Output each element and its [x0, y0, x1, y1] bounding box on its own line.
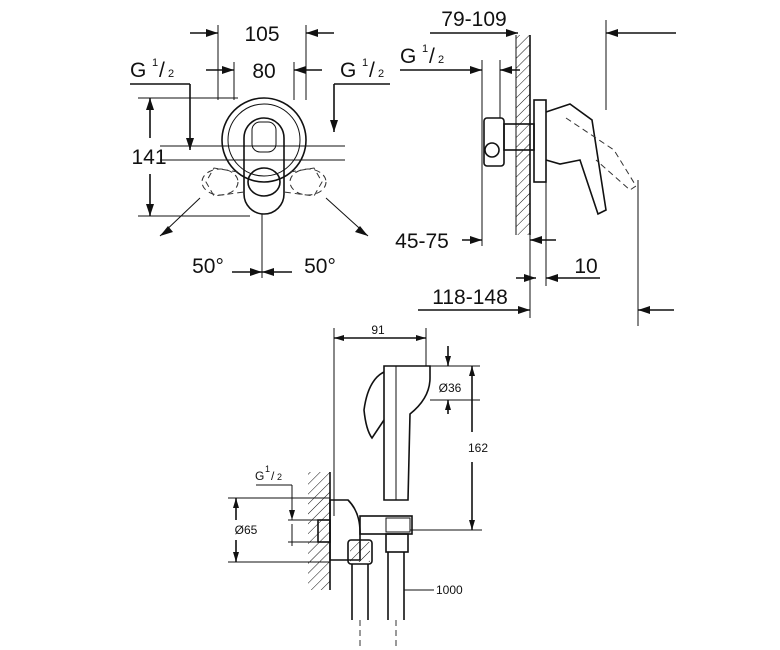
wall-section-spray [308, 472, 330, 590]
bidet-spray-view: 91 Ø36 162 [228, 323, 488, 650]
spray-head [383, 365, 431, 501]
hose [351, 564, 369, 620]
spray-trigger [363, 371, 385, 440]
dim-arm-length: 91 [333, 323, 427, 516]
dim-rough-in: 45-75 [395, 150, 556, 253]
thread-right-den: 2 [378, 68, 384, 80]
width-inner-label: 80 [252, 60, 275, 83]
depth-range-label: 79-109 [441, 8, 506, 31]
rough-in-label: 45-75 [395, 230, 449, 253]
svg-text:/: / [271, 469, 275, 483]
dim-total-depth: 118-148 [418, 180, 674, 326]
lever-side [545, 103, 607, 216]
svg-text:/: / [369, 59, 375, 82]
thread-right-num: 1 [362, 57, 368, 69]
dim-width-inner: 80 [206, 60, 322, 83]
angle-left-label: 50° [192, 255, 224, 278]
dim-wall-offset: 10 [516, 182, 600, 286]
thread-spray-callout: G 1 / 2 [255, 464, 320, 546]
wall-offset-label: 10 [574, 255, 597, 278]
thread-side-den: 2 [438, 54, 444, 66]
escutcheon-plate [221, 97, 307, 183]
wall-section [516, 35, 530, 235]
thread-left-num: 1 [152, 57, 158, 69]
spray-height-label: 162 [468, 441, 488, 455]
escutcheon-side [533, 99, 547, 183]
thread-left-base: G [130, 59, 146, 82]
flange-diameter-label: Ø65 [235, 523, 258, 537]
thread-spray-base: G [255, 469, 264, 483]
thread-side-num: 1 [422, 43, 428, 55]
svg-text:/: / [159, 59, 165, 82]
dim-depth-range: 79-109 [430, 8, 676, 110]
height-label: 141 [131, 146, 166, 169]
thread-side-base: G [400, 45, 416, 68]
dim-head-diameter: Ø36 [426, 346, 480, 414]
front-view: 105 80 G 1 / 2 G 1 / 2 [130, 23, 390, 278]
thread-left-callout: G 1 / 2 [130, 57, 194, 150]
head-diameter-label: Ø36 [439, 381, 462, 395]
hose-length-label: 1000 [436, 583, 463, 597]
thread-spray-num: 1 [265, 464, 270, 474]
dim-hose-length: 1000 [404, 583, 463, 597]
angle-right-label: 50° [304, 255, 336, 278]
dim-width-overall: 105 [190, 23, 334, 46]
total-depth-label: 118-148 [432, 286, 508, 309]
angle-left-dim: 50° [192, 255, 262, 278]
side-view: 79-109 G 1 / 2 45-75 [395, 8, 676, 326]
thread-right-base: G [340, 59, 356, 82]
angle-right-dim: 50° [262, 255, 336, 278]
dim-height: 141 [131, 97, 250, 217]
svg-text:/: / [429, 45, 435, 68]
dim-flange-diameter: Ø65 [228, 497, 330, 563]
mixer-lever [243, 117, 285, 215]
arm-length-label: 91 [371, 323, 385, 337]
width-overall-label: 105 [244, 23, 279, 46]
thread-side-callout: G 1 / 2 [400, 43, 520, 150]
thread-spray-den: 2 [277, 472, 282, 482]
thread-right-callout: G 1 / 2 [330, 57, 390, 132]
thread-left-den: 2 [168, 68, 174, 80]
dim-spray-height: 162 [410, 366, 488, 531]
connector-elbow [483, 117, 505, 167]
